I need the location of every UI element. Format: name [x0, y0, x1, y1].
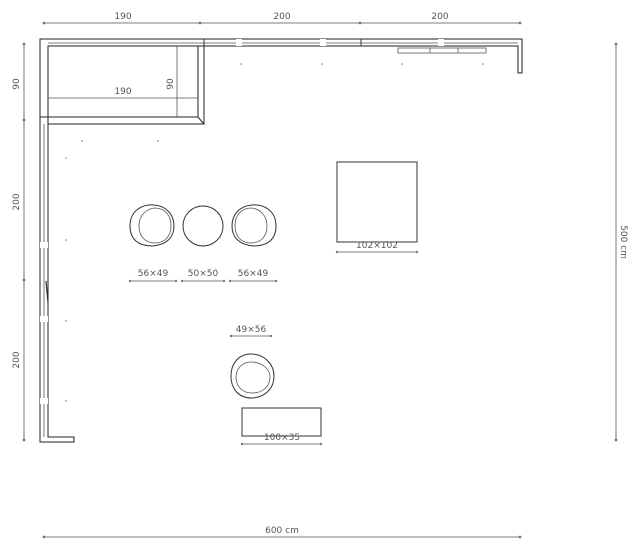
label-round-table: 50×50 — [188, 269, 219, 279]
label-chair-right: 56×49 — [238, 269, 269, 279]
chair-right: 56×49 — [228, 204, 278, 283]
dim-top-3: 200 — [431, 12, 448, 22]
round-table: 50×50 — [180, 205, 226, 283]
dim-bottom-total: 600 cm — [265, 526, 299, 536]
dimension-lines — [22, 21, 618, 539]
top-wall — [39, 38, 523, 118]
bench: 100×35 — [240, 407, 323, 446]
dim-top-2: 200 — [273, 12, 290, 22]
dim-left-lower: 200 — [12, 351, 22, 368]
dim-left-middle: 200 — [12, 193, 22, 210]
dimension-labels: 190 200 200 190 90 90 200 200 500 cm 600… — [12, 12, 628, 536]
dim-right-total: 500 cm — [618, 225, 628, 259]
dim-inner-height: 90 — [166, 78, 176, 90]
walls — [39, 38, 523, 443]
label-bench: 100×35 — [264, 433, 300, 443]
marker-dots — [65, 63, 484, 402]
alcove-bottom-wall — [39, 116, 206, 125]
label-square-table: 102×102 — [356, 241, 398, 251]
dim-left-upper: 90 — [12, 78, 22, 90]
alcove-wall — [197, 45, 205, 125]
left-wall — [39, 116, 75, 443]
chair-left: 56×49 — [128, 204, 178, 283]
wall-opening — [397, 47, 487, 54]
dim-top-1: 190 — [114, 12, 131, 22]
label-chair-left: 56×49 — [138, 269, 169, 279]
square-table: 102×102 — [335, 161, 419, 254]
dim-inner-width: 190 — [114, 87, 131, 97]
lounge-chair: 49×56 — [229, 325, 275, 399]
label-lounge-chair: 49×56 — [236, 325, 267, 335]
